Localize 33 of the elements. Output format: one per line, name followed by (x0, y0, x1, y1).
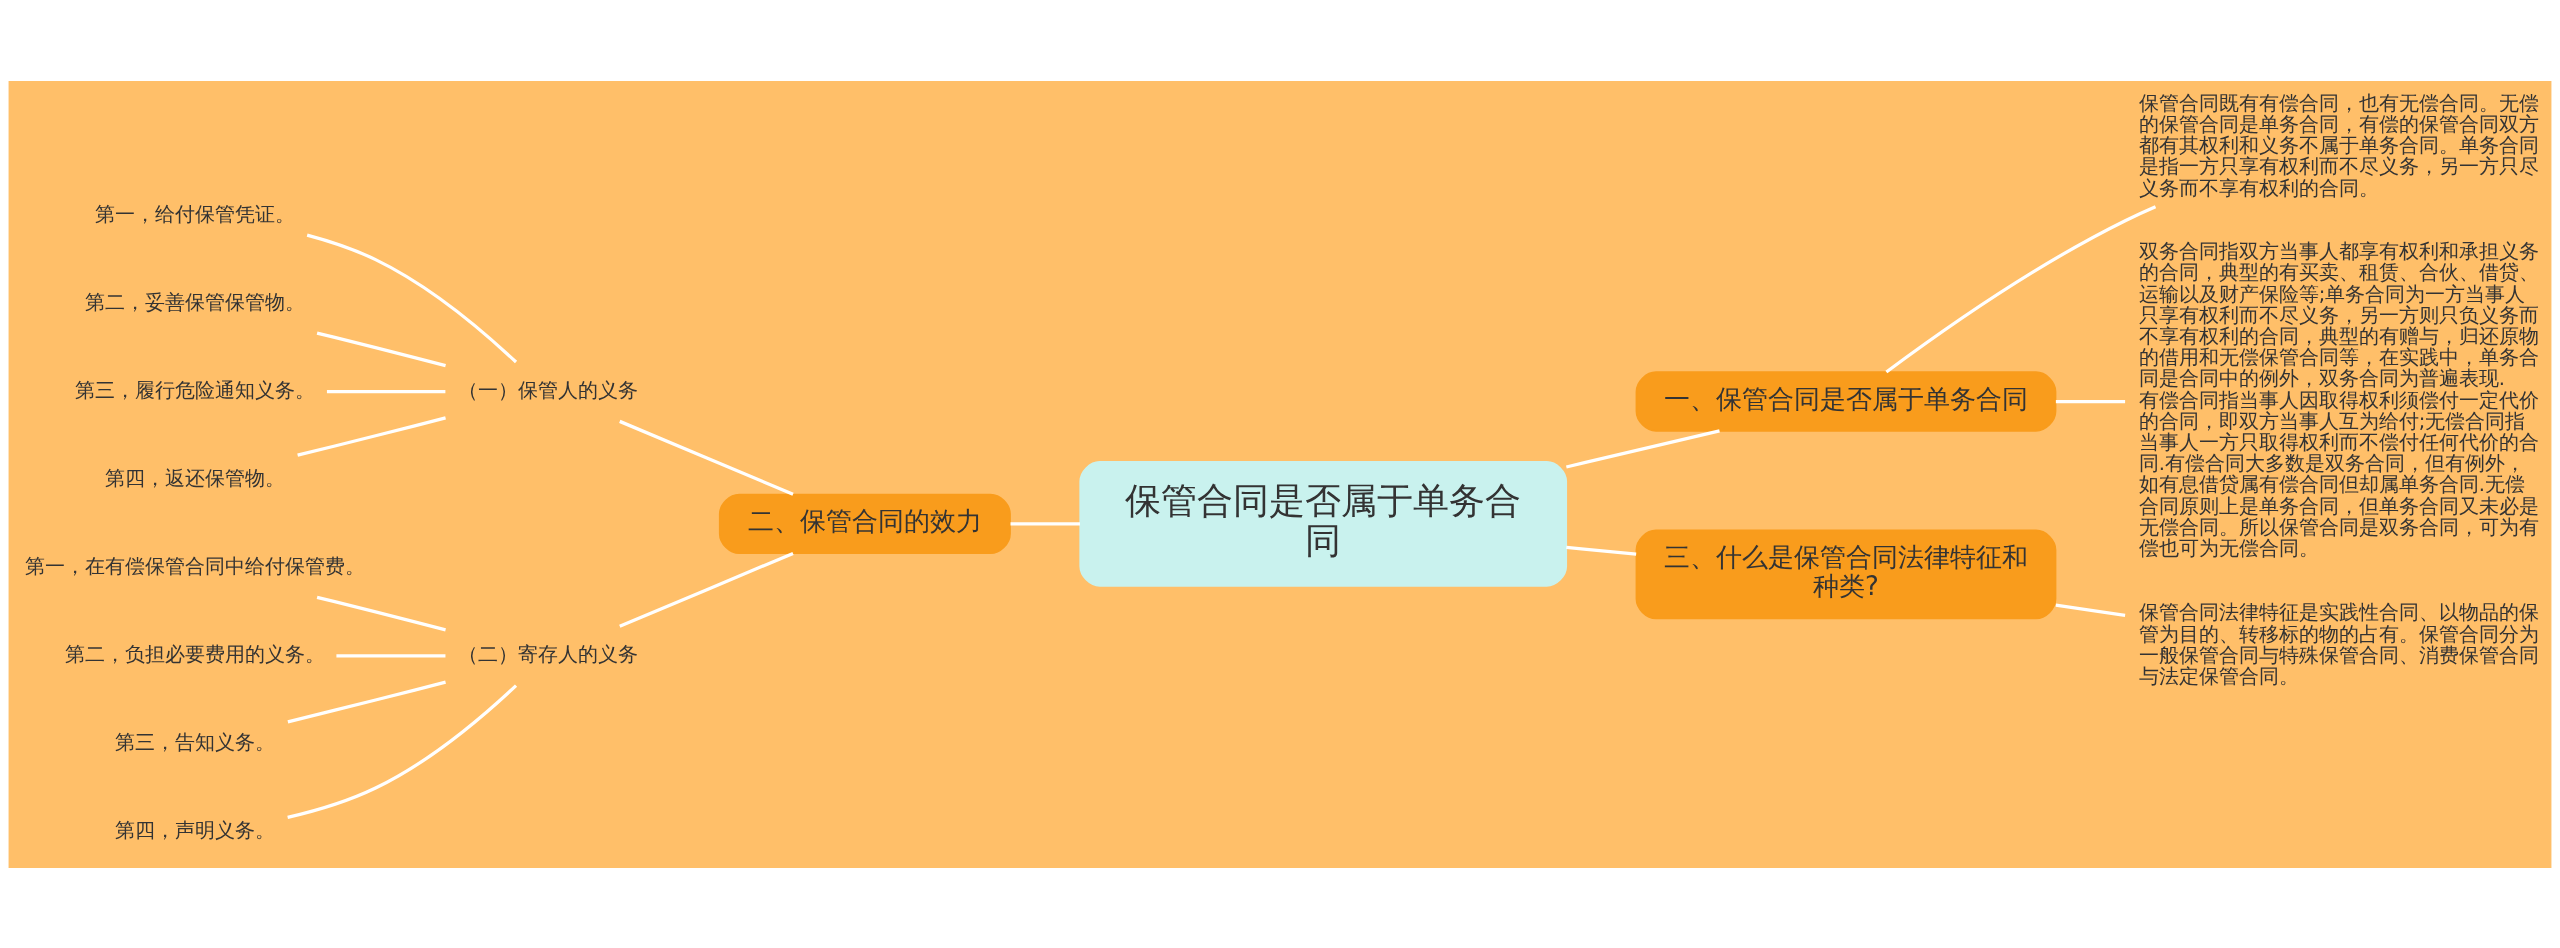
node-box: 二、保管合同的效力 (718, 493, 1011, 554)
node-text: 第三，履行危险通知义务。 (75, 378, 316, 402)
connector (1885, 204, 2157, 373)
connector (297, 415, 446, 457)
node-text: 第二，负担必要费用的义务。 (65, 642, 326, 666)
node-text: （一）保管人的义务 (457, 378, 638, 402)
connector (287, 680, 446, 723)
connector (306, 233, 518, 363)
connector (619, 551, 794, 628)
connector (316, 331, 446, 367)
connector (316, 595, 446, 631)
node-text: 第四，声明义务。 (115, 818, 276, 842)
node-text: 第一，在有偿保管合同中给付保管费。 (25, 554, 366, 578)
node-text: 第一，给付保管凭证。 (95, 202, 296, 226)
node-box: 一、保管合同是否属于单务合同 (1635, 370, 2057, 432)
connector (326, 389, 446, 393)
node-text: （二）寄存人的义务 (457, 642, 638, 666)
node-text: 第三，告知义务。 (115, 730, 276, 754)
node-text: 第四，返还保管物。 (105, 466, 286, 490)
node-box: 保管合同是否属于单务合同 (1079, 460, 1568, 587)
node-text: 双务合同指双方当事人都享有权利和承担义务的合同，典型的有买卖、租赁、合伙、借贷、运输以及财产保险等;单务合同为一方当事人只享有权利而不尽义务，另一方则只负义务而不享有权利的合同，典型的有赠与，归还原物的借用和无偿保管合同等，在实践中，单务合同是合同中的例外，双务合同为普遍表现. 有偿合同指当事人因取得权利须偿付一定代价的合同，即双方当事人互为给付;无偿合同指当事人一方只取得权利而不偿付任何代价的合同.有偿合同大多数是双务合同，但有例外，如有息借贷属有偿合同但却属单务合同.无偿合同原则上是单务合同，但单务合同又未必是无偿合同。所以保管合同是双务合同，可为有偿也可为无偿合同。 (2138, 239, 2539, 560)
connector (336, 653, 446, 658)
connector (2055, 603, 2126, 617)
connector (619, 419, 794, 496)
node-text: 保管合同法律特征是实践性合同、以物品的保管为目的、转移标的物的占有。保管合同分为一般保管合同与特殊保管合同、消费保管合同与法定保管合同。 (2138, 600, 2539, 688)
connector (1010, 521, 1080, 525)
node-text: 保管合同既有有偿合同，也有无偿合同。无偿的保管合同是单务合同，有偿的保管合同双方都有其权利和义务不属于单务合同。单务合同是指一方只享有权利而不尽义务，另一方只尽义务而不享有权利的合同。 (2138, 91, 2539, 200)
connector (287, 683, 518, 819)
connector (1565, 428, 1720, 469)
node-text: 第二，妥善保管保管物。 (85, 290, 306, 314)
connector (1566, 545, 1637, 556)
node-box: 三、什么是保管合同法律特征和种类? (1635, 529, 2057, 619)
connector (2055, 399, 2126, 403)
